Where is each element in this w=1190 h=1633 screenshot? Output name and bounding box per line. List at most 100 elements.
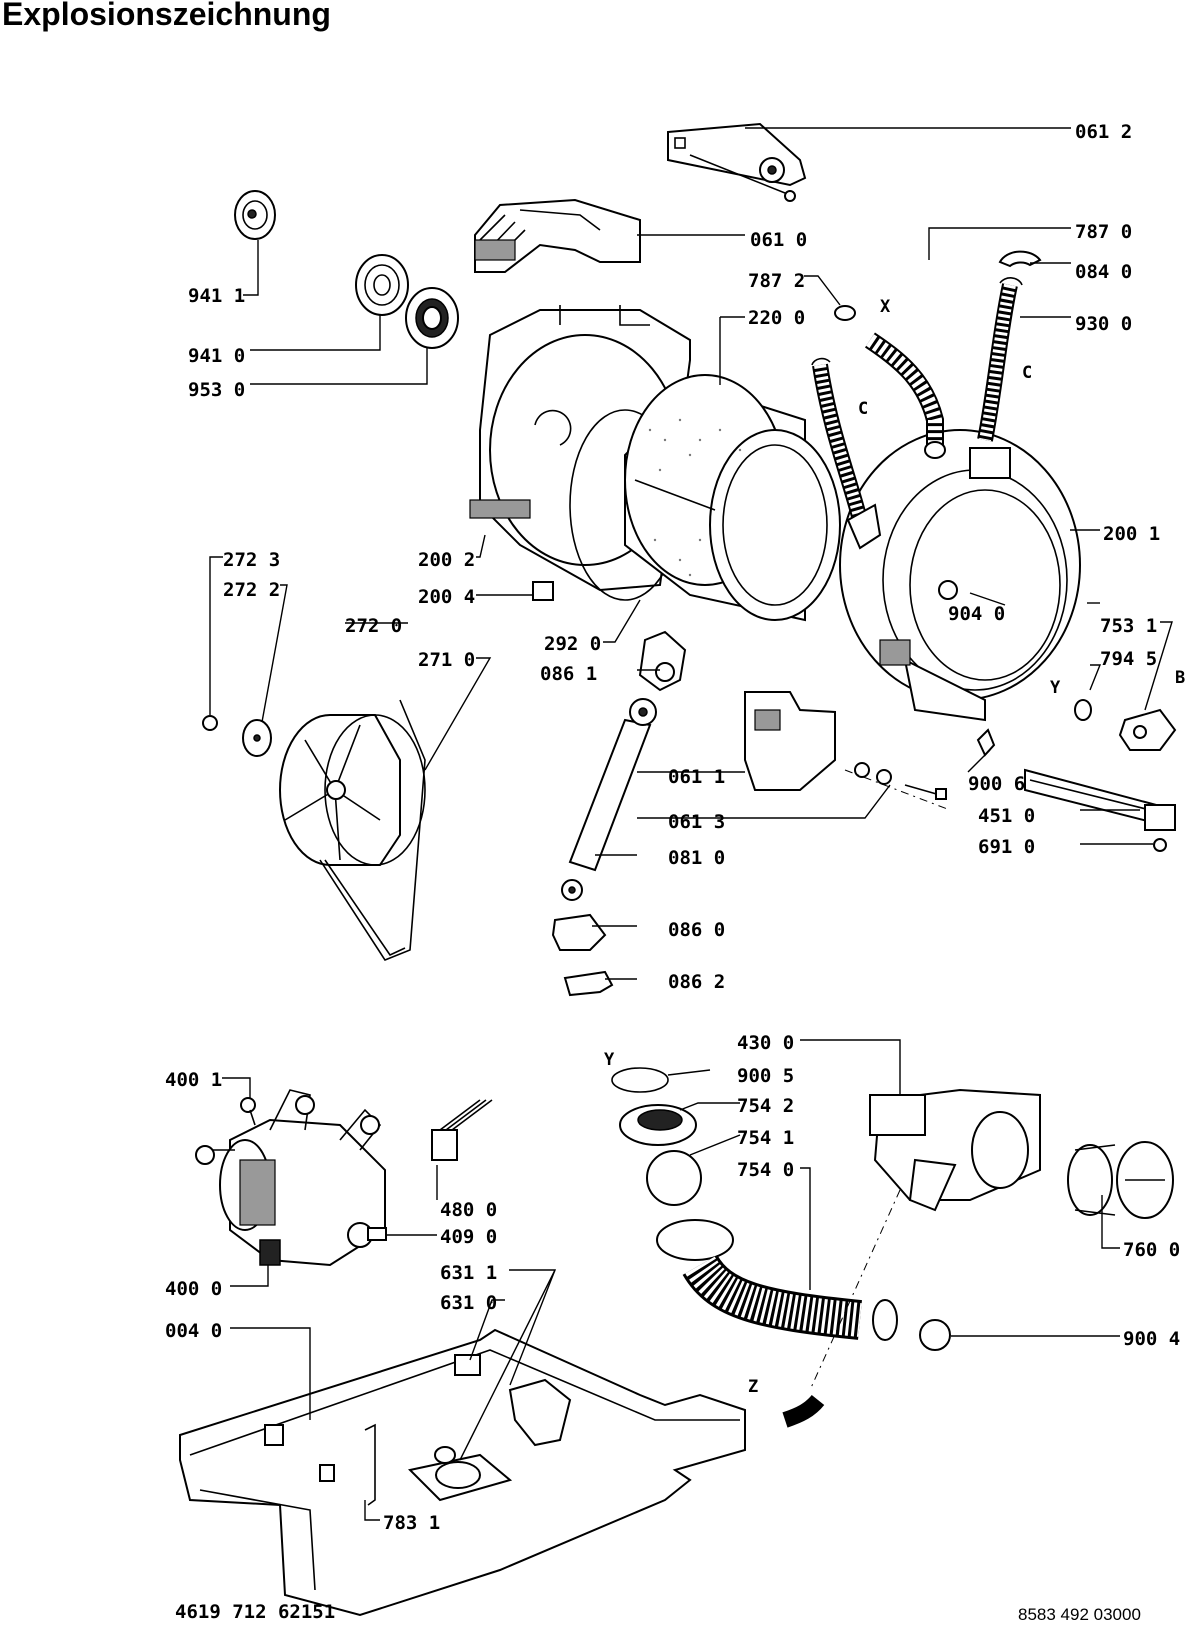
part-480-0-connector: [431, 1099, 493, 1161]
part-409-0-plug: [367, 1227, 387, 1241]
label-760-0: 760 0: [1123, 1239, 1180, 1261]
part-061-1-counterweight: [744, 691, 836, 791]
part-691-0-sensor: [1153, 838, 1167, 852]
part-783-1-wire: [364, 1423, 376, 1506]
part-754-0-drain-hose: [656, 1219, 898, 1341]
label-061-3: 061 3: [668, 811, 725, 833]
label-691-0: 691 0: [978, 836, 1035, 858]
label-084-0: 084 0: [1075, 261, 1132, 283]
part-930-0-hose: [977, 277, 1023, 442]
part-061-3-bolt-set: [844, 762, 951, 811]
part-081-0-shock-absorber: [561, 698, 657, 901]
label-783-1: 783 1: [383, 1512, 440, 1534]
part-451-0-heater: [1024, 768, 1176, 831]
label-271-0: 271 0: [418, 649, 475, 671]
part-086-0-mount: [551, 913, 607, 951]
label-451-0: 451 0: [978, 805, 1035, 827]
page-title: Explosionszeichnung: [2, 0, 331, 32]
label-409-0: 409 0: [440, 1226, 497, 1248]
part-631-0-flowmeter: [407, 1446, 513, 1502]
marker-b: B: [1175, 668, 1185, 688]
part-953-0-seal: [405, 287, 459, 349]
part-631-1-sensor: [454, 1354, 572, 1447]
part-900-4-clamp: [919, 1319, 951, 1351]
part-271-0-belt: [319, 699, 426, 961]
label-754-0: 754 0: [737, 1159, 794, 1181]
label-900-4: 900 4: [1123, 1328, 1180, 1350]
part-086-2-mount: [563, 970, 614, 997]
label-061-0: 061 0: [750, 229, 807, 251]
label-480-0: 480 0: [440, 1199, 497, 1221]
label-272-2: 272 2: [223, 579, 280, 601]
label-904-0: 904 0: [948, 603, 1005, 625]
label-754-2: 754 2: [737, 1095, 794, 1117]
part-904-0-sensor: [938, 580, 958, 600]
label-292-0: 292 0: [544, 633, 601, 655]
part-787-0-bellows: [865, 332, 946, 459]
label-753-1: 753 1: [1100, 615, 1157, 637]
part-754-1-ball: [646, 1150, 702, 1206]
label-086-2: 086 2: [668, 971, 725, 993]
part-272-3-nut: [202, 715, 218, 731]
label-272-0: 272 0: [345, 615, 402, 637]
part-760-0-filter: [1067, 1141, 1174, 1219]
label-930-0: 930 0: [1075, 313, 1132, 335]
marker-c-right: C: [1022, 363, 1032, 383]
marker-y-lower: Y: [604, 1050, 615, 1070]
label-941-0: 941 0: [188, 345, 245, 367]
part-941-1-bearing: [234, 190, 276, 240]
part-900-5-clamp: [611, 1067, 669, 1093]
label-953-0: 953 0: [188, 379, 245, 401]
part-084-0-clamp: [998, 250, 1042, 268]
part-900-6-clip: [976, 728, 996, 757]
label-787-0: 787 0: [1075, 221, 1132, 243]
label-220-0: 220 0: [748, 307, 805, 329]
part-272-0-pulley: [279, 714, 426, 866]
label-400-0: 400 0: [165, 1278, 222, 1300]
part-061-0-counterweight: [474, 198, 641, 273]
label-200-4: 200 4: [418, 586, 475, 608]
label-430-0: 430 0: [737, 1032, 794, 1054]
part-753-1-pressure-switch: [1118, 708, 1177, 751]
marker-x: X: [880, 297, 891, 317]
part-794-5-seal: [1074, 699, 1092, 721]
label-081-0: 081 0: [668, 847, 725, 869]
part-430-0-pump: [869, 1088, 1041, 1212]
label-941-1: 941 1: [188, 285, 245, 307]
label-631-1: 631 1: [440, 1262, 497, 1284]
footer-part-code: 4619 712 62151: [175, 1601, 336, 1623]
label-900-6: 900 6: [968, 773, 1025, 795]
label-272-3: 272 3: [223, 549, 280, 571]
leader-lines: [209, 127, 1173, 1521]
label-400-1: 400 1: [165, 1069, 222, 1091]
label-061-1: 061 1: [668, 766, 725, 788]
part-754-2-ring: [619, 1104, 697, 1146]
part-z-hose: [782, 1394, 825, 1428]
label-631-0: 631 0: [440, 1292, 497, 1314]
part-941-0-bearing: [355, 254, 409, 316]
part-200-4-clip: [532, 581, 554, 601]
label-004-0: 004 0: [165, 1320, 222, 1342]
part-787-2-clamp: [834, 305, 856, 321]
label-086-1: 086 1: [540, 663, 597, 685]
label-794-5: 794 5: [1100, 648, 1157, 670]
part-272-2-washer: [242, 719, 272, 757]
part-hose-c-left: [811, 357, 882, 550]
label-061-2: 061 2: [1075, 121, 1132, 143]
footer-document-number: 8583 492 03000: [1018, 1605, 1141, 1624]
label-787-2: 787 2: [748, 270, 805, 292]
label-754-1: 754 1: [737, 1127, 794, 1149]
part-200-1-front-tub: [839, 429, 1081, 722]
marker-z: Z: [748, 1377, 758, 1397]
label-900-5: 900 5: [737, 1065, 794, 1087]
part-labels: 061 2 061 0 787 0 787 2 084 0 220 0 930 …: [165, 121, 1185, 1534]
label-200-2: 200 2: [418, 549, 475, 571]
label-086-0: 086 0: [668, 919, 725, 941]
part-400-1-screw: [240, 1097, 256, 1126]
part-220-0-drum: [624, 374, 841, 622]
label-200-1: 200 1: [1103, 523, 1160, 545]
marker-y-upper: Y: [1050, 678, 1061, 698]
part-400-0-motor: [195, 1089, 386, 1267]
part-061-2-bracket: [667, 122, 807, 202]
part-086-1-bracket: [638, 630, 687, 692]
